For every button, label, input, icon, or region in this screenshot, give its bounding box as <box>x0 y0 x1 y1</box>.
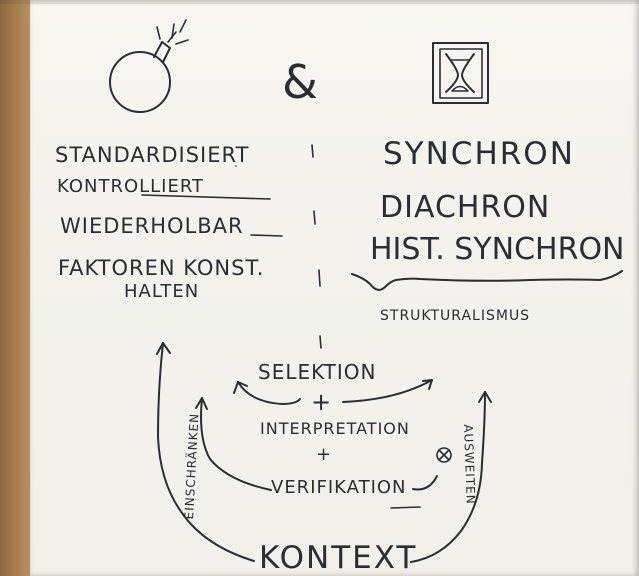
separator-mark <box>319 335 322 349</box>
arrow-head-icon <box>237 381 248 387</box>
left-item-standardisiert: STANDARDISIERT <box>55 143 250 167</box>
ampersand-text: & <box>282 55 319 109</box>
left-item-halten: HALTEN <box>124 281 200 302</box>
arrow-head-icon <box>428 379 433 390</box>
cycle-interpretation-label: INTERPRETATION <box>260 419 410 438</box>
arrow-head-icon <box>422 379 433 382</box>
context-left-curve <box>157 342 255 562</box>
right-side-label: AUSWEITEN <box>461 424 478 505</box>
verification-right-arrow <box>412 475 438 491</box>
structuralism-label: STRUKTURALISMUS <box>380 308 531 324</box>
selection-left-arrow <box>237 381 301 405</box>
bracket-icon <box>351 270 623 291</box>
separator-mark <box>318 269 321 287</box>
left-item-kontrolliert: KONTROLLIERT <box>57 176 205 197</box>
context-label: KONTEXT <box>259 540 418 576</box>
flipchart-paper <box>30 0 639 576</box>
arrow-head-icon <box>233 381 239 394</box>
circled-x-icon <box>436 447 452 463</box>
cycle-plus-one: + <box>311 388 333 416</box>
hourglass-icon <box>432 42 489 104</box>
separator-mark <box>311 144 314 158</box>
separator-mark <box>313 210 316 225</box>
cycle-verification-label: VERIFIKATION <box>271 477 407 498</box>
left-item-wiederholbar: WIEDERHOLBAR <box>60 214 244 238</box>
underline-mark <box>141 194 271 200</box>
context-right-curve <box>410 391 486 563</box>
right-item-diachron: DIACHRON <box>380 190 551 225</box>
left-item-faktoren-konst: FAKTOREN KONST. <box>58 256 265 280</box>
right-item-synchron: SYNCHRON <box>383 136 575 172</box>
bomb-icon <box>109 19 189 113</box>
underline-mark <box>390 506 421 509</box>
arrow-head-icon <box>162 342 171 354</box>
cycle-plus-two: + <box>316 444 333 465</box>
selection-right-arrow <box>342 379 433 403</box>
arrow-head-icon <box>156 342 164 355</box>
underline-mark <box>250 234 283 237</box>
verification-left-arrow <box>200 397 272 491</box>
arrow-head-icon <box>195 397 203 409</box>
cycle-selection-label: SELEKTION <box>258 360 377 384</box>
right-item-hist-synchron: HIST. SYNCHRON <box>370 232 625 267</box>
arrow-head-icon <box>201 397 208 410</box>
arrow-head-icon <box>478 391 486 403</box>
paper-top-shadow <box>0 0 639 4</box>
circled-x-icon <box>438 449 450 461</box>
arrow-head-icon <box>484 391 492 403</box>
